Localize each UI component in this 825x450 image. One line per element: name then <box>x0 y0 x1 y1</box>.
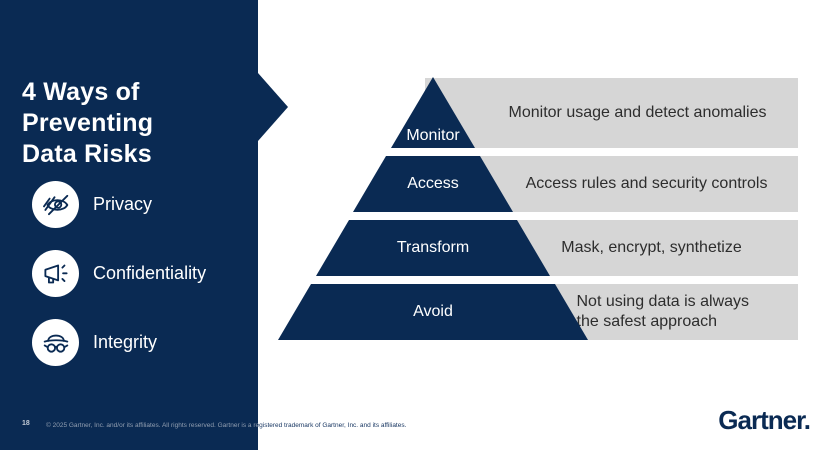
level-label: Monitor <box>406 127 460 144</box>
legend-item-privacy: Privacy <box>32 181 152 228</box>
level-label: Transform <box>396 239 470 256</box>
slide-title-line: 4 Ways of <box>22 77 140 106</box>
slide-title-line: Preventing <box>22 108 154 137</box>
slide-title: 4 Ways of Preventing Data Risks <box>22 77 153 170</box>
privacy-eye-icon <box>32 181 79 228</box>
megaphone-icon <box>32 250 79 297</box>
gartner-logo: Gartner. <box>718 405 811 435</box>
legend-item-confidentiality: Confidentiality <box>32 250 206 297</box>
sidebar-arrow-decoration <box>258 73 288 141</box>
legend-label: Privacy <box>93 194 153 214</box>
level-description: Mask, encrypt, synthetize <box>561 239 742 256</box>
incognito-icon <box>32 319 79 366</box>
sidebar <box>0 0 258 450</box>
legend-item-integrity: Integrity <box>32 319 157 366</box>
legend-label: Confidentiality <box>93 263 207 283</box>
level-label: Access <box>407 175 459 192</box>
copyright-text: © 2025 Gartner, Inc. and/or its affiliat… <box>46 422 407 429</box>
level-label: Avoid <box>413 303 453 320</box>
page-number: 18 <box>22 420 30 427</box>
pyramid-row-monitor: Monitor usage and detect anomalies <box>425 78 798 148</box>
level-description: Access rules and security controls <box>525 175 768 192</box>
slide-title-line: Data Risks <box>22 139 152 168</box>
level-description: Monitor usage and detect anomalies <box>508 104 767 121</box>
legend-label: Integrity <box>93 332 158 352</box>
level-description: Not using data is always the safest appr… <box>576 293 750 330</box>
